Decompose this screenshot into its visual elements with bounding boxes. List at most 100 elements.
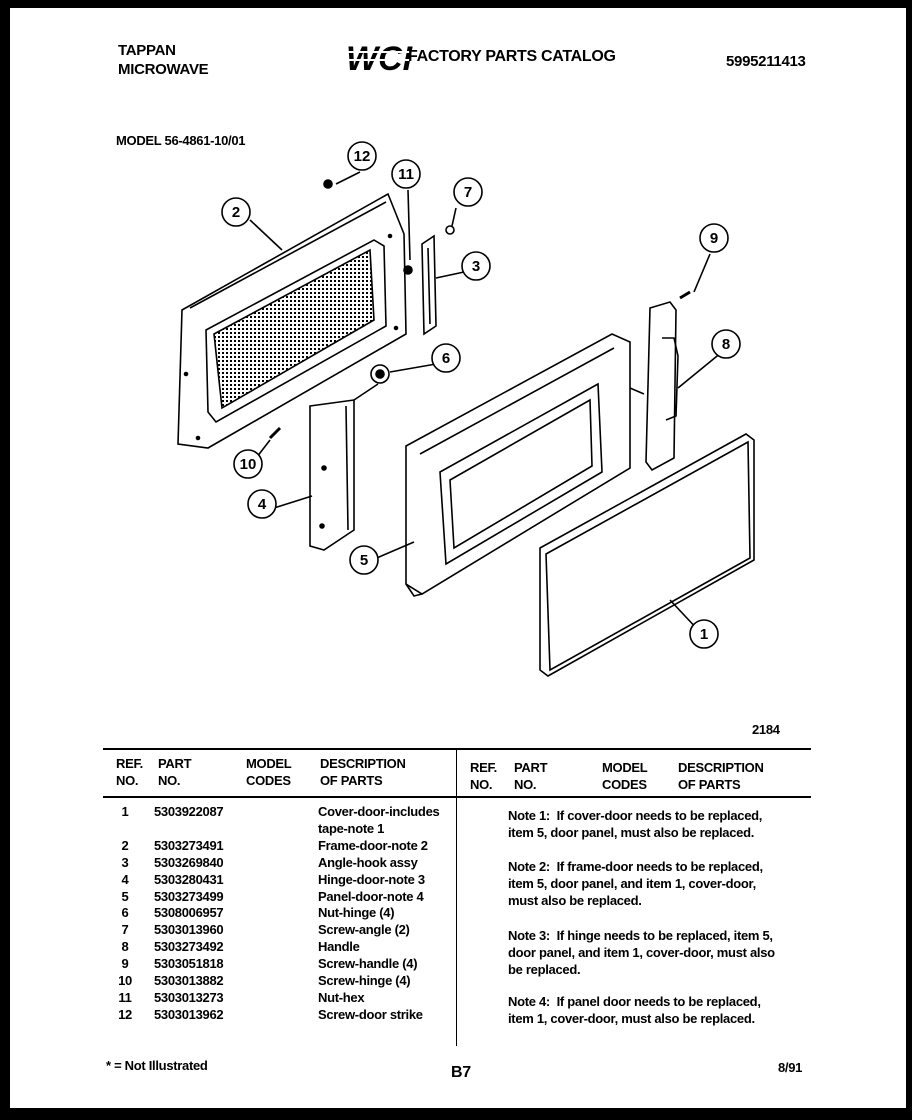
screw-handle (679, 290, 691, 300)
svg-text:4: 4 (258, 496, 267, 513)
header-description-right: DESCRIPTION OF PARTS (678, 760, 764, 792)
svg-text:10: 10 (240, 456, 257, 473)
row-description: Screw-door strike (318, 1006, 423, 1022)
header-model-codes: MODEL CODES (246, 756, 292, 788)
row-part-no: 5308006957 (154, 905, 224, 921)
callout-8: 8 (711, 329, 741, 359)
row-description: Nut-hex (318, 989, 365, 1005)
frame-door-outline (177, 192, 407, 449)
callout-3: 3 (461, 251, 491, 281)
row-ref-no: 12 (118, 1006, 132, 1022)
frame-door-inner (205, 239, 387, 424)
cover-door (539, 433, 755, 677)
row-description: Screw-handle (4) (318, 956, 418, 972)
row-description: Handle (318, 939, 360, 955)
row-ref-no: 8 (121, 939, 129, 955)
row-ref-no: 1 (121, 804, 129, 819)
not-illustrated-legend: * = Not Illustrated (106, 1058, 208, 1073)
angle-hook (421, 234, 437, 336)
revision-date: 8/91 (778, 1060, 803, 1075)
screw-door-strike (323, 179, 333, 189)
row-ref-no: 10 (118, 973, 132, 988)
catalog-number: 5995211413 (726, 53, 806, 70)
row-description: Cover-door-includes tape-note 1 (318, 804, 440, 836)
figure-code: 2184 (752, 722, 780, 737)
callout-12: 12 (347, 141, 377, 171)
catalog-sheet: TAPPAN MICROWAVE WCI FACTORY PARTS CATAL… (10, 8, 906, 1108)
row-part-no: 5303013273 (154, 989, 224, 1005)
svg-text:3: 3 (472, 258, 480, 275)
row-ref-no: 4 (121, 871, 129, 887)
exploded-parts-diagram: 1 2 3 4 5 6 7 8 9 10 11 12 (177, 141, 755, 677)
row-part-no: 5303922087 (154, 804, 224, 819)
hinge-door (309, 399, 355, 551)
row-ref-no: 9 (121, 956, 129, 972)
row-part-no: 5303051818 (154, 956, 224, 972)
frame-door-mesh (213, 248, 375, 410)
table-center-divider (456, 750, 457, 1046)
header-model-codes-right: MODEL CODES (602, 760, 648, 792)
callout-7: 7 (453, 177, 483, 207)
callout-10: 10 (233, 449, 263, 479)
callout-9: 9 (699, 223, 729, 253)
callout-2: 2 (221, 197, 251, 227)
note-3: Note 3: If hinge needs to be replaced, i… (508, 928, 775, 977)
svg-text:2: 2 (232, 204, 240, 221)
row-part-no: 5303013960 (154, 922, 224, 938)
wci-logo: WCI (345, 40, 413, 78)
row-part-no: 5303013962 (154, 1006, 224, 1022)
svg-text:1: 1 (700, 626, 708, 643)
model-number: MODEL 56-4861-10/01 (116, 133, 246, 148)
header-part-no-right: PART NO. (514, 760, 548, 792)
svg-text:11: 11 (398, 166, 414, 183)
panel-door (405, 333, 631, 595)
row-description: Panel-door-note 4 (318, 888, 424, 904)
row-description: Screw-hinge (4) (318, 973, 411, 988)
svg-text:12: 12 (354, 148, 371, 165)
brand-name: TAPPAN (118, 42, 176, 59)
note-2: Note 2: If frame-door needs to be replac… (508, 859, 763, 908)
svg-text:6: 6 (442, 350, 450, 367)
screw-angle (445, 225, 455, 235)
product-name: MICROWAVE (118, 61, 209, 78)
callout-5: 5 (349, 545, 379, 575)
note-1: Note 1: If cover-door needs to be replac… (508, 808, 763, 840)
header-ref-no: REF. NO. (116, 756, 143, 788)
row-part-no: 5303273499 (154, 888, 224, 904)
svg-text:7: 7 (464, 184, 472, 201)
table-header-rule (103, 796, 811, 798)
part-drawings (177, 171, 755, 677)
callout-11: 11 (391, 159, 421, 189)
screw-hinge (268, 426, 282, 440)
callout-balloons: 1 2 3 4 5 6 7 8 9 10 11 12 (221, 141, 741, 649)
row-part-no: 5303273492 (154, 939, 224, 955)
svg-text:5: 5 (360, 552, 368, 569)
callout-4: 4 (247, 489, 277, 519)
table-top-rule (103, 748, 811, 750)
row-part-no: 5303280431 (154, 871, 224, 887)
panel-door-window (439, 382, 603, 566)
row-part-no: 5303269840 (154, 854, 224, 870)
row-part-no: 5303013882 (154, 973, 224, 988)
row-ref-no: 2 (121, 837, 129, 853)
row-ref-no: 3 (121, 854, 129, 870)
row-description: Hinge-door-note 3 (318, 871, 425, 887)
svg-text:9: 9 (710, 230, 718, 247)
header-part-no: PART NO. (158, 756, 192, 788)
row-description: Screw-angle (2) (318, 922, 410, 938)
row-description: Angle-hook assy (318, 854, 418, 870)
row-description: Frame-door-note 2 (318, 837, 428, 853)
row-ref-no: 11 (118, 989, 132, 1005)
row-part-no: 5303273491 (154, 837, 224, 853)
handle (645, 301, 677, 472)
note-4: Note 4: If panel door needs to be replac… (508, 994, 761, 1026)
nut-hinge (370, 364, 390, 384)
row-ref-no: 5 (121, 888, 129, 904)
callout-1: 1 (689, 619, 719, 649)
row-description: Nut-hinge (4) (318, 905, 395, 921)
callout-6: 6 (431, 343, 461, 373)
row-ref-no: 6 (121, 905, 129, 921)
catalog-title: FACTORY PARTS CATALOG (408, 48, 616, 65)
header-description: DESCRIPTION OF PARTS (320, 756, 406, 788)
